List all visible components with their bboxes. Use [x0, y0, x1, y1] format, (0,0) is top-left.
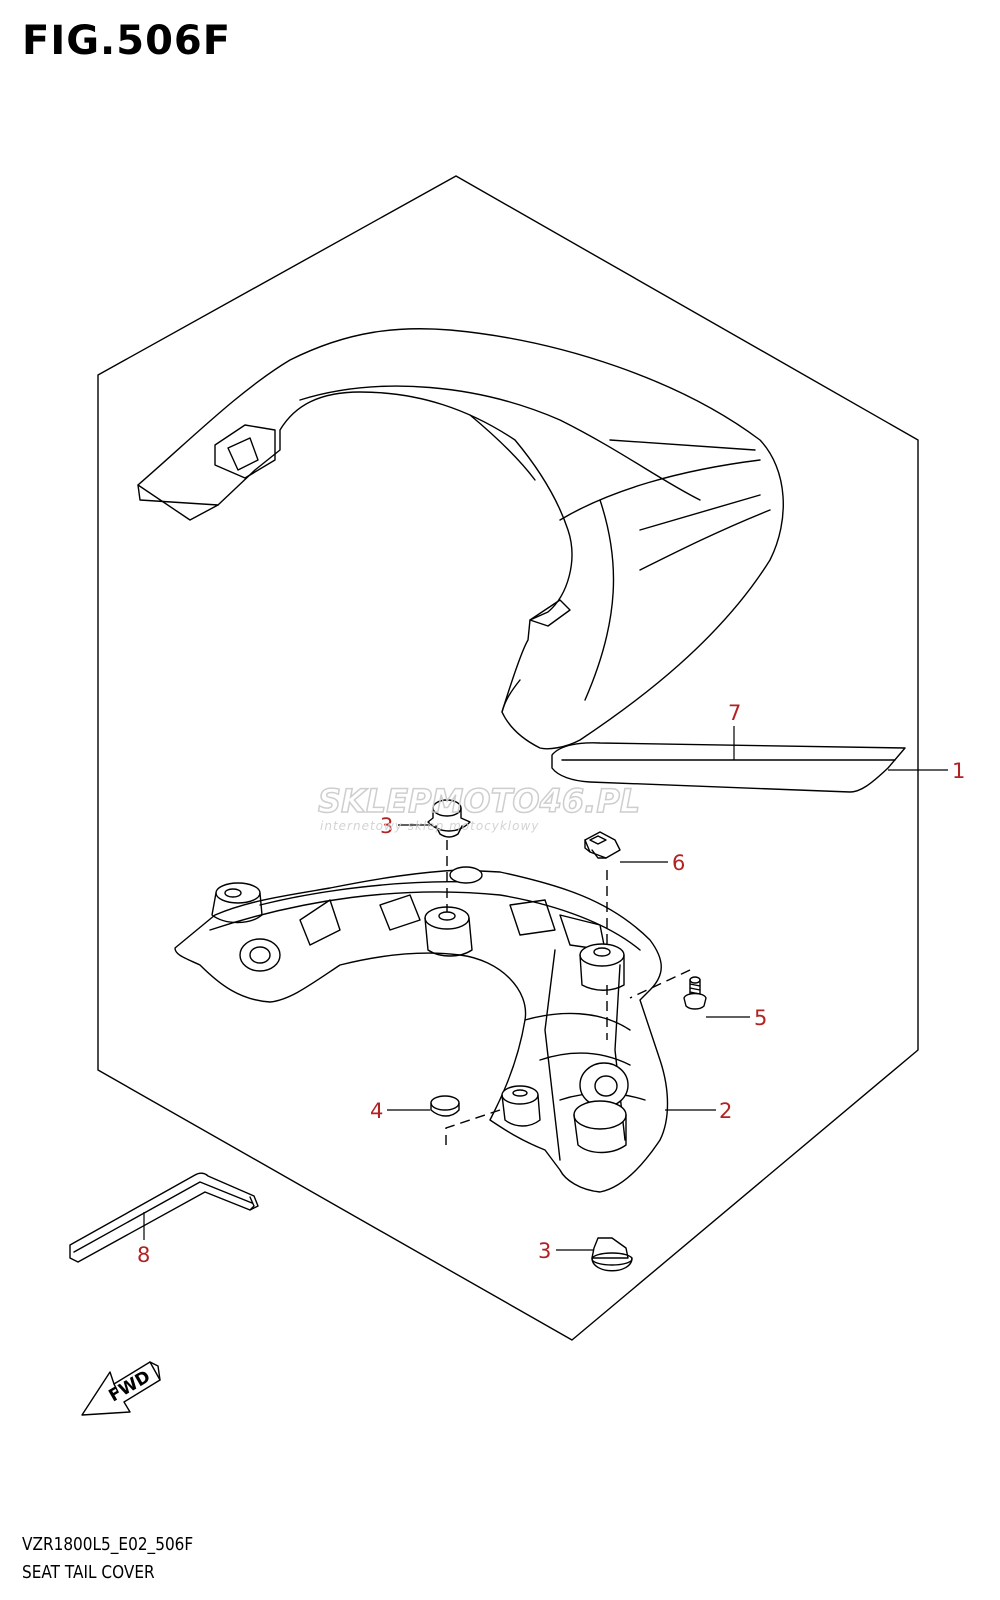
svg-text:internetowy sklep motocyklowy: internetowy sklep motocyklowy [320, 819, 539, 833]
seat-tail-cover-drawing [137, 328, 784, 750]
callout-5: 5 [754, 1006, 767, 1030]
callout-2: 2 [719, 1099, 732, 1123]
callout-8: 8 [137, 1243, 150, 1267]
assembly-line-5-diag [629, 969, 691, 999]
cushion-upper-drawing [427, 799, 471, 838]
hex-wrench-drawing [69, 1172, 259, 1263]
cushion-lower-drawing [591, 1237, 633, 1272]
fwd-arrow-icon: FWD [81, 1361, 161, 1416]
callout-6: 6 [672, 851, 685, 875]
callout-3-lower: 3 [538, 1239, 551, 1263]
fwd-label: FWD [106, 1367, 155, 1407]
callout-3-upper: 3 [380, 814, 393, 838]
assembly-outline [97, 175, 919, 1341]
cushion-4-drawing [430, 1095, 460, 1117]
callout-1: 1 [952, 759, 965, 783]
emblem-strip-drawing [551, 742, 906, 793]
assembly-line-4 [445, 1109, 501, 1145]
figure-title: FIG.506F [22, 18, 232, 64]
section-name: SEAT TAIL COVER [22, 1562, 155, 1583]
callout-4: 4 [370, 1099, 383, 1123]
model-code: VZR1800L5_E02_506F [22, 1534, 194, 1555]
callout-7: 7 [728, 701, 741, 725]
bracket-drawing [174, 866, 669, 1193]
nut-clip-drawing [584, 831, 621, 859]
svg-text:SKLEPMOTO46.PL: SKLEPMOTO46.PL [318, 782, 640, 820]
watermark: SKLEPMOTO46.PL internetowy sklep motocyk… [317, 781, 641, 833]
screw-drawing [683, 976, 707, 1010]
